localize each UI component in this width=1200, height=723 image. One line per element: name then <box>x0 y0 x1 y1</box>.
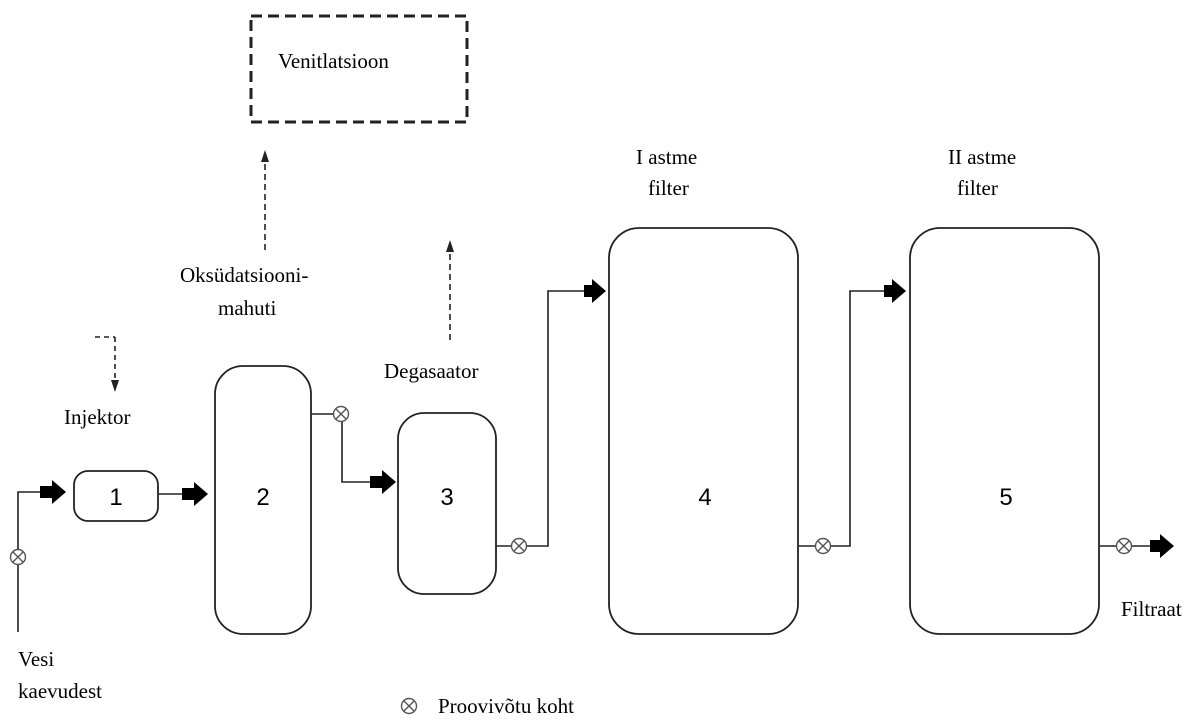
dashed-arrow-degasser <box>446 240 454 340</box>
legend-sampling-icon <box>400 697 418 715</box>
filter2-label-1: II astme <box>948 145 1016 169</box>
unit-3-degasser: 3 <box>397 412 497 595</box>
unit-4-filter-1: 4 <box>608 227 799 635</box>
arrow-into-unit-3 <box>370 470 396 494</box>
filter2-label-2: filter <box>957 176 998 200</box>
output-label: Filtraat <box>1121 597 1182 621</box>
degasser-label: Degasaator <box>384 359 478 383</box>
unit-3-number: 3 <box>440 484 453 511</box>
injector-label: Injektor <box>64 405 130 429</box>
unit-4-number: 4 <box>698 484 711 511</box>
ventilation-box <box>249 14 469 124</box>
flow-arrows <box>40 279 1174 558</box>
oxidation-label-2: mahuti <box>218 296 276 320</box>
arrow-into-unit-1 <box>40 480 66 504</box>
oxidation-label-1: Oksüdatsiooni- <box>180 263 308 287</box>
filter1-label-2: filter <box>648 176 689 200</box>
unit-2-number: 2 <box>256 484 269 511</box>
filter1-label-1: I astme <box>636 145 697 169</box>
unit-1-injector: 1 <box>73 470 159 522</box>
arrow-into-unit-2 <box>182 482 208 506</box>
source-label-2: kaevudest <box>18 679 102 703</box>
source-label-1: Vesi <box>18 647 54 671</box>
unit-5-number: 5 <box>999 484 1012 511</box>
sampling-point-icon <box>510 537 528 555</box>
sampling-point-icon <box>332 405 350 423</box>
dashed-arrow-ventilation <box>261 150 269 250</box>
unit-2-oxidation-tank: 2 <box>214 365 312 635</box>
unit-1-number: 1 <box>109 484 122 511</box>
arrow-into-unit-4 <box>584 279 606 303</box>
arrow-into-unit-5 <box>884 279 906 303</box>
sampling-point-icon <box>1115 537 1133 555</box>
sampling-point-icon <box>814 537 832 555</box>
sampling-point-icon <box>9 548 27 566</box>
unit-5-filter-2: 5 <box>909 227 1100 635</box>
arrow-filtrate-out <box>1150 534 1174 558</box>
legend-sampling-label: Proovivõtu koht <box>438 694 574 718</box>
ventilation-label: Venitlatsioon <box>278 49 389 73</box>
dashed-arrow-injector <box>95 336 119 392</box>
